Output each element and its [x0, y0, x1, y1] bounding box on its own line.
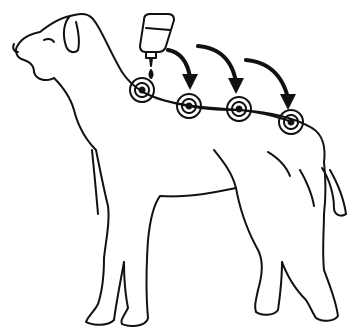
dropper-bottle-icon [140, 14, 174, 78]
curved-arrow-icon [246, 60, 296, 110]
application-line [142, 92, 292, 122]
curved-arrow-icon [198, 46, 244, 94]
application-spot [130, 78, 154, 102]
application-spots [130, 78, 303, 134]
dog-outline [13, 14, 346, 326]
curved-arrow-icon [168, 50, 198, 90]
